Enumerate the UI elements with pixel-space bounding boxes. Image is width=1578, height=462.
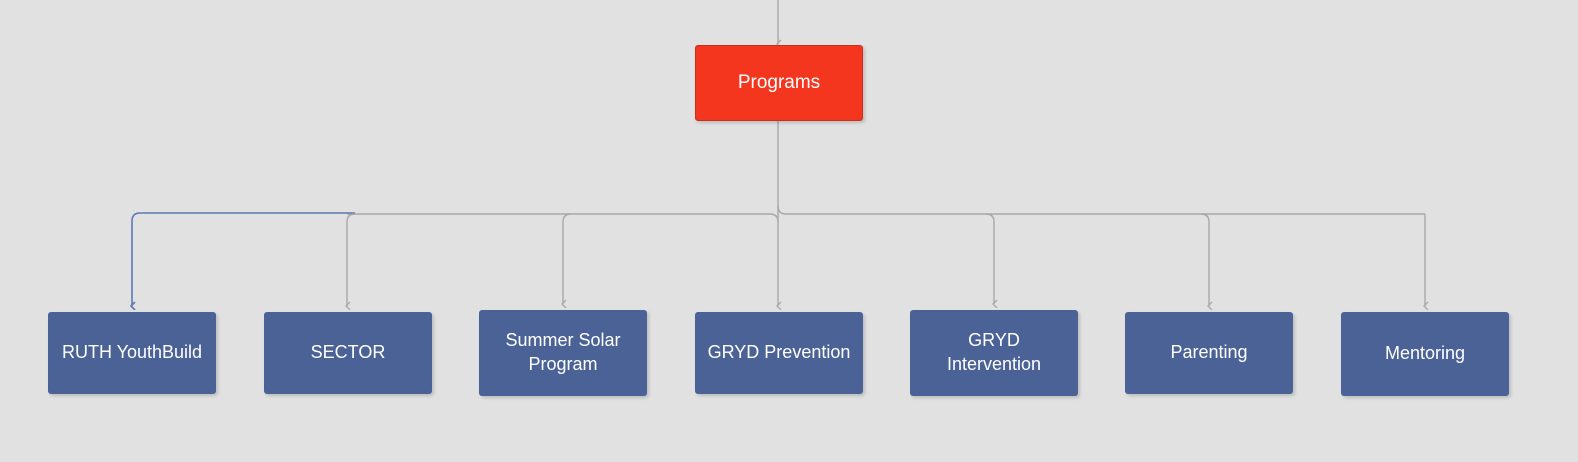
node-gryd-prevention[interactable]: GRYD Prevention xyxy=(695,312,863,394)
node-mentoring[interactable]: Mentoring xyxy=(1341,312,1509,396)
node-sector-label: SECTOR xyxy=(310,342,386,363)
node-gryd-intervention-label: GRYD Intervention xyxy=(946,330,1042,374)
node-programs[interactable]: Programs xyxy=(695,45,863,121)
edge-to-gryd-intervention xyxy=(985,213,994,304)
node-sector[interactable]: SECTOR xyxy=(264,312,432,394)
node-gryd-intervention[interactable]: GRYD Intervention xyxy=(910,310,1078,396)
node-ruth-youthbuild[interactable]: RUTH YouthBuild xyxy=(48,312,216,394)
node-programs-label: Programs xyxy=(737,72,821,94)
node-parenting-label: Parenting xyxy=(1170,342,1248,363)
edge-bus-highlight xyxy=(131,212,355,222)
edge-to-summer-solar-program xyxy=(563,213,572,304)
node-mentoring-label: Mentoring xyxy=(1384,343,1466,364)
edge-to-parenting xyxy=(1200,213,1209,306)
edge-bus-right xyxy=(777,205,1425,215)
node-parenting[interactable]: Parenting xyxy=(1125,312,1293,394)
node-summer-solar-program[interactable]: Summer Solar Program xyxy=(479,310,647,396)
node-ruth-youthbuild-label: RUTH YouthBuild xyxy=(61,342,203,363)
node-summer-solar-program-label: Summer Solar Program xyxy=(505,330,621,374)
edge-to-sector xyxy=(347,213,356,306)
node-gryd-prevention-label: GRYD Prevention xyxy=(707,342,851,363)
edge-bus-left xyxy=(347,213,779,223)
